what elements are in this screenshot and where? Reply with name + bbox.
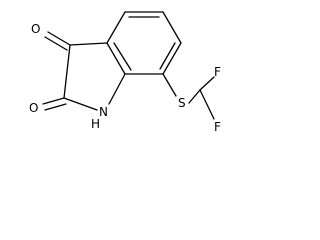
bond-c3a-c3 xyxy=(69,42,108,46)
oxygen-bottom-label: O xyxy=(29,101,38,115)
bond-c2-o-double-1 xyxy=(42,97,65,105)
bond-c7a-c3a xyxy=(106,42,126,75)
bond-c3-o-double-1 xyxy=(47,31,71,46)
bond-s-cf2h xyxy=(188,89,201,104)
bond-c2-o-double-2 xyxy=(44,103,67,111)
bond-n-c7a xyxy=(108,73,126,105)
bond-c3-c2 xyxy=(63,44,71,99)
bond-c3-o-double-2 xyxy=(44,36,68,51)
nitrogen-label: N xyxy=(99,105,108,119)
bond-c7-s xyxy=(162,73,177,97)
bond-c3a-c4 xyxy=(106,11,126,44)
bond-c2-n xyxy=(63,97,98,111)
bond-cf2h-f-top xyxy=(199,76,215,91)
bond-c6-c7-double xyxy=(159,42,176,70)
fluorine-top-label: F xyxy=(214,65,221,79)
isatin-difluoromethylthio-structure: O O N H S F F xyxy=(29,11,221,134)
hydrogen-label: H xyxy=(91,117,100,131)
bond-c6-c7 xyxy=(162,42,182,75)
bond-c5-c6 xyxy=(162,11,182,44)
fluorine-bottom-label: F xyxy=(214,120,221,134)
sulfur-label: S xyxy=(178,96,186,110)
bond-c7a-c3a-double xyxy=(113,42,132,71)
oxygen-top-label: O xyxy=(31,22,40,36)
bond-cf2h-f-bottom xyxy=(199,89,215,120)
structure-canvas: O O N H S F F xyxy=(0,0,232,150)
